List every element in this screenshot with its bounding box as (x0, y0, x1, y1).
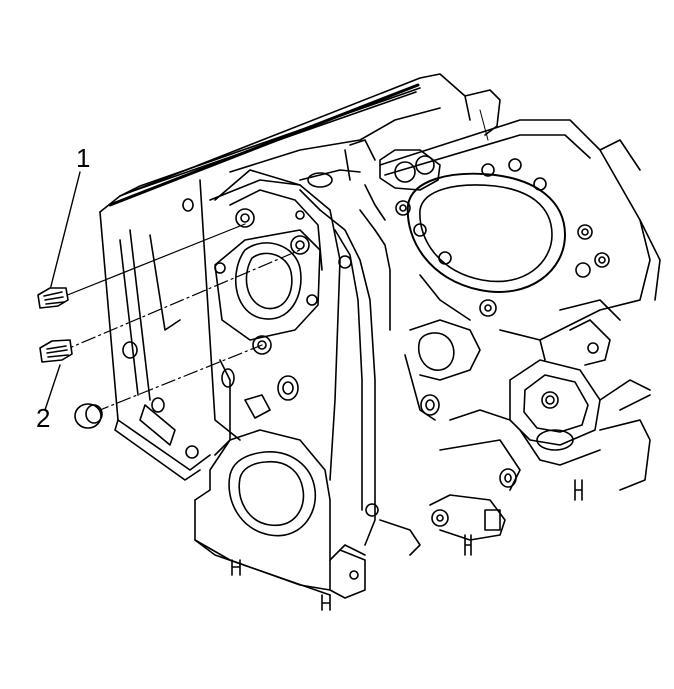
front-face-flange (214, 169, 341, 481)
cup-plug (74, 403, 103, 429)
center-rib (299, 189, 391, 546)
threaded-plug-lower (39, 339, 73, 363)
threaded-plug-upper (37, 287, 69, 309)
block-left-face (99, 179, 301, 481)
callout-2: 2 (36, 403, 51, 433)
block-top-rail (99, 73, 501, 213)
right-lower-side (379, 299, 651, 556)
lifter-valley (299, 139, 441, 221)
leader-lines (44, 171, 301, 413)
rear-main-bearing (194, 429, 366, 611)
callout-1: 1 (76, 143, 91, 173)
cylinder-deck (379, 119, 661, 361)
